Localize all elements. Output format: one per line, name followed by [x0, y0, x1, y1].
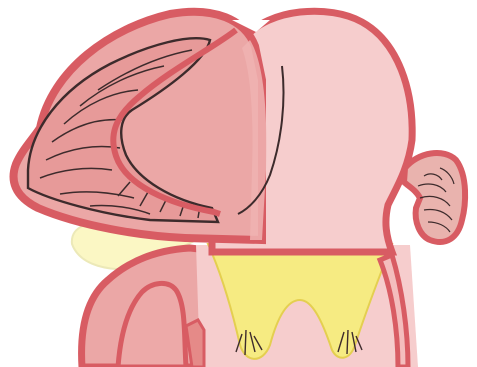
right-appendage — [404, 153, 465, 242]
